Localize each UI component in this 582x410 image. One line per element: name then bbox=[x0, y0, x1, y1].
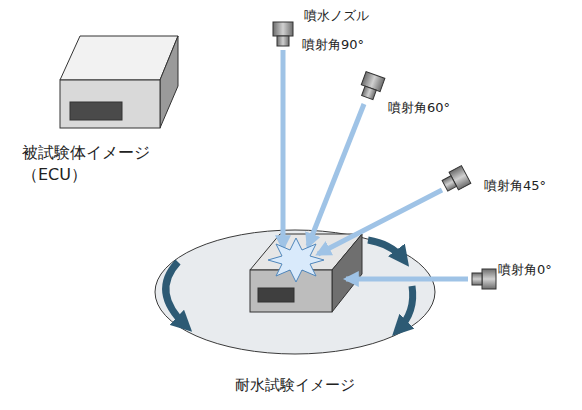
angle-label: 噴射角0° bbox=[498, 262, 552, 278]
caption: 耐水試験イメージ bbox=[235, 376, 355, 394]
nozzle-label: 噴水ノズル bbox=[304, 8, 369, 24]
part-label: （ECU） bbox=[22, 165, 87, 184]
ecu-image bbox=[60, 36, 178, 128]
turntable bbox=[155, 230, 435, 354]
splash bbox=[268, 238, 324, 282]
specimen-box bbox=[250, 234, 362, 312]
angle-label: 噴射角60° bbox=[388, 100, 450, 116]
water-beams bbox=[283, 50, 468, 279]
angle-label: 噴射角90° bbox=[302, 37, 364, 53]
nozzles bbox=[273, 22, 496, 289]
part-label: 被試験体イメージ bbox=[22, 143, 150, 162]
angle-label: 噴射角45° bbox=[484, 178, 546, 194]
